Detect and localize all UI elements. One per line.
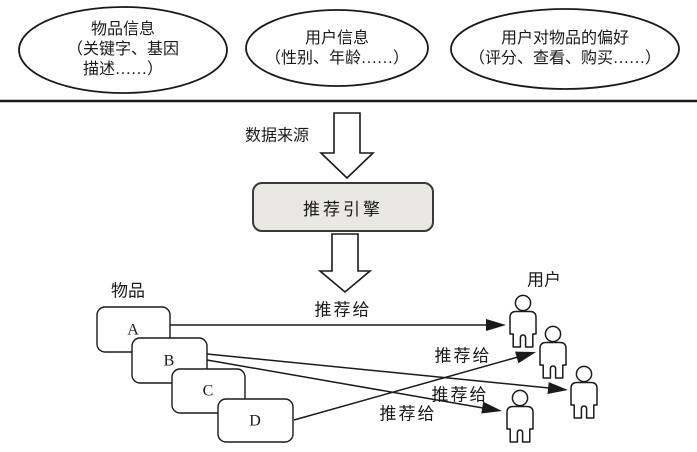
recommend-arrow-a-to-user1 [170,319,506,331]
preference-info-text: 用户对物品的偏好 （评分、查看、购买……） [451,9,679,89]
engine-box [252,182,434,232]
user-icon-2 [539,325,567,379]
recommend-label-4: 推荐给 [379,404,437,424]
item-card-a-label: A [127,321,139,339]
users-label: 用户 [527,270,561,290]
user-icon-1 [509,294,537,348]
user-info-line2: （性别、年龄……） [264,49,409,67]
preference-info-line2: （评分、查看、购买……） [468,50,661,67]
user-info-text: 用户信息 （性别、年龄……） [246,10,428,87]
item-card-d-label: D [249,412,261,430]
item-card-c-label: C [202,382,214,400]
item-info-line1: 物品信息 [90,21,155,38]
recommend-arrow-b-to-user3 [206,353,568,394]
source-ellipse-preference-info [450,8,680,90]
user-icon-3 [570,365,598,419]
recommend-label-1: 推荐给 [314,300,372,320]
down-arrow-icon-data-source [319,112,375,180]
source-ellipse-item-info [18,6,228,94]
item-info-line3: 描述……） [82,61,163,78]
preference-info-line1: 用户对物品的偏好 [500,30,629,47]
item-card-b-label: B [163,352,175,370]
source-ellipse-user-info [245,9,429,87]
recommend-arrow-b-to-user4 [206,359,502,414]
user-info-line1: 用户信息 [304,29,369,47]
recommend-arrow-d-to-user2 [293,351,536,421]
items-label: 物品 [111,281,145,301]
engine-label: 推荐引擎 [303,199,383,219]
recommend-label-3: 推荐给 [431,385,489,405]
item-info-line2: （关键字、基因 [66,41,179,58]
item-info-text: 物品信息 （关键字、基因 描述……） [19,7,227,93]
recommend-label-2: 推荐给 [434,346,492,366]
down-arrow-icon-engine-output [317,233,373,294]
item-card-d [217,398,294,443]
user-icon-4 [506,389,534,443]
data-source-label: 数据来源 [244,127,310,145]
